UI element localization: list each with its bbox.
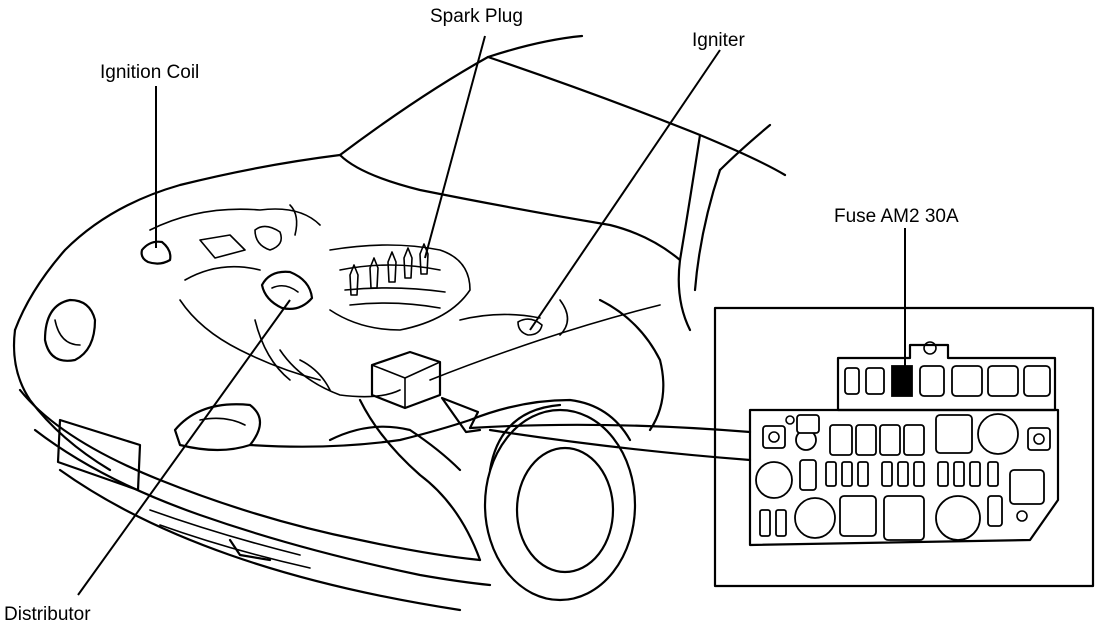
label-ignition-coil: Ignition Coil — [100, 62, 199, 83]
highlighted-fuse-am2 — [891, 365, 913, 397]
igniter-part — [370, 350, 442, 410]
fuse-box-inset — [440, 306, 1095, 588]
leader-lines — [77, 35, 906, 596]
label-igniter: Igniter — [692, 30, 745, 51]
leader-distributor — [77, 299, 291, 596]
distributor-part — [260, 270, 314, 310]
leader-spark-plug — [424, 35, 486, 259]
leader-igniter — [529, 49, 721, 331]
engine-bay — [140, 204, 569, 410]
label-fuse: Fuse AM2 30A — [834, 206, 959, 227]
car-body — [12, 34, 787, 612]
label-distributor: Distributor — [4, 604, 91, 625]
label-spark-plug: Spark Plug — [430, 6, 523, 27]
spark-plugs — [349, 243, 429, 296]
inset-arrow — [468, 423, 752, 434]
